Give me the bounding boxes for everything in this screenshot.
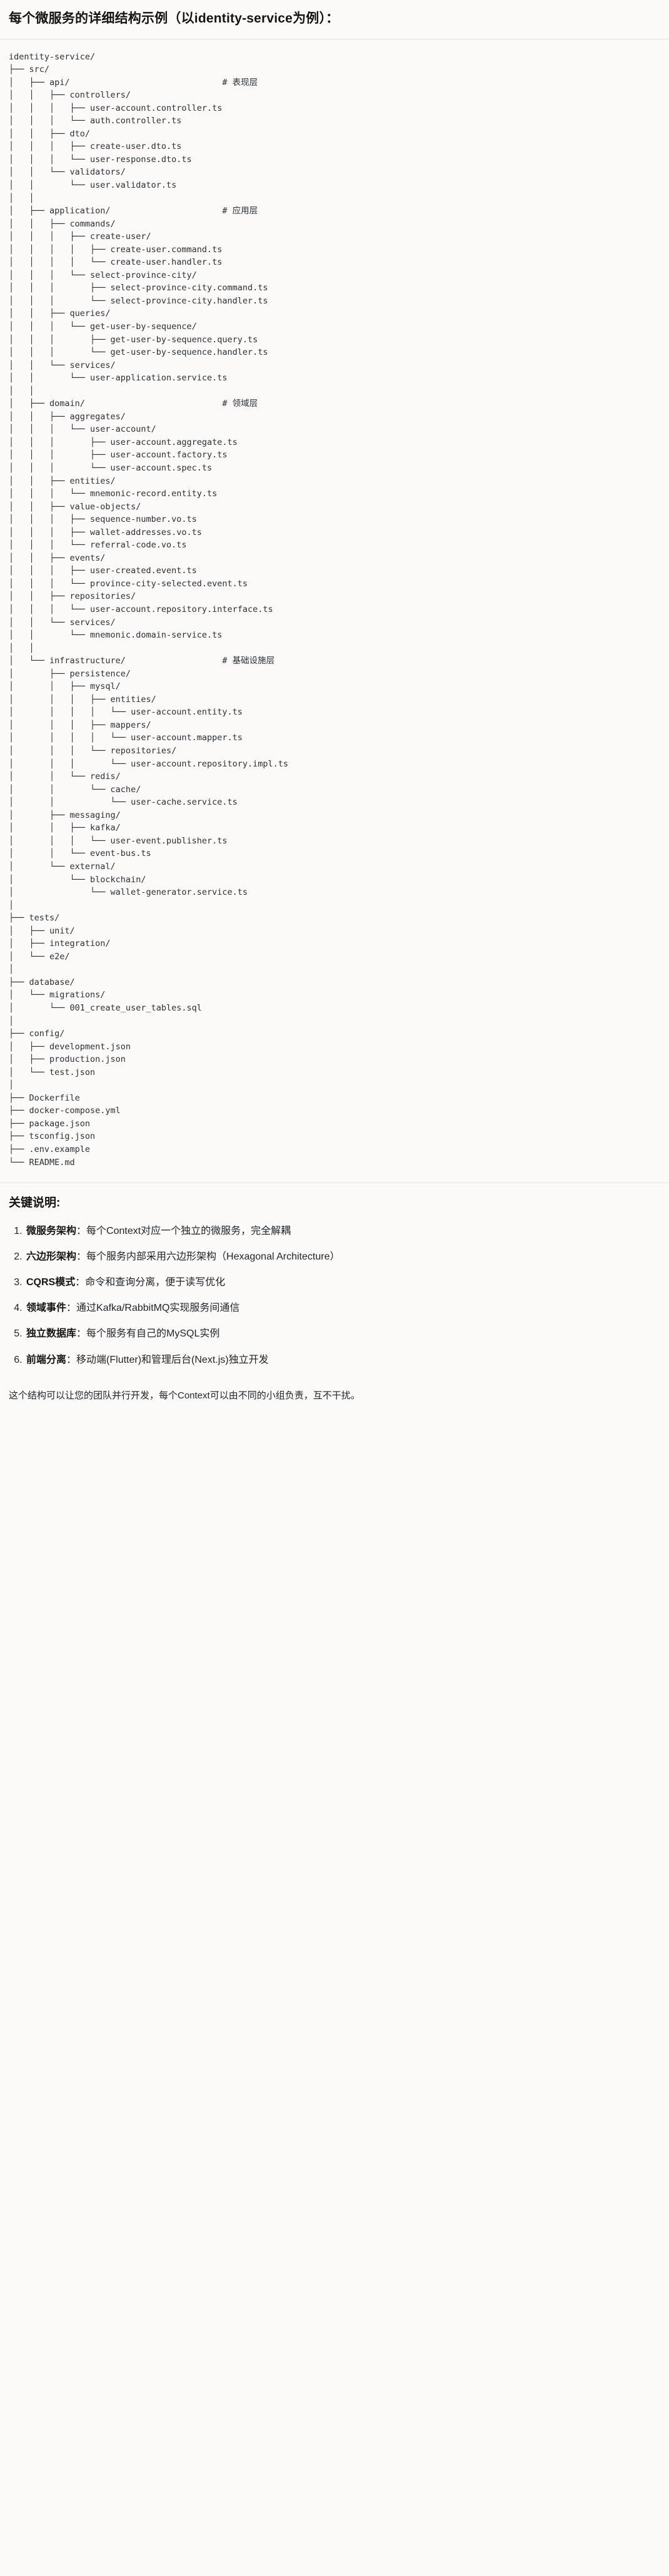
document-page: 每个微服务的详细结构示例（以identity-service为例）： ident… — [0, 0, 669, 1417]
list-item: 六边形架构：每个服务内部采用六边形架构（Hexagonal Architectu… — [25, 1248, 660, 1265]
directory-tree-block: identity-service/ ├── src/ │ ├── api/ # … — [0, 39, 669, 1183]
note-separator: ： — [76, 1225, 87, 1236]
note-text: 每个服务有自己的MySQL实例 — [86, 1328, 220, 1340]
list-item: 独立数据库：每个服务有自己的MySQL实例 — [25, 1325, 660, 1342]
note-term: 领域事件 — [26, 1303, 67, 1314]
key-notes-title: 关键说明: — [9, 1196, 61, 1210]
note-text: 每个服务内部采用六边形架构（Hexagonal Architecture） — [86, 1251, 340, 1262]
note-text: 每个Context对应一个独立的微服务，完全解耦 — [86, 1225, 291, 1236]
note-separator: ： — [66, 1354, 77, 1365]
note-text: 命令和查询分离，便于读写优化 — [85, 1276, 226, 1288]
note-term: 前端分离 — [26, 1354, 67, 1365]
page-title: 每个微服务的详细结构示例（以identity-service为例）： — [9, 11, 340, 26]
closing-paragraph: 这个结构可以让您的团队并行开发，每个Context可以由不同的小组负责，互不干扰… — [9, 1390, 360, 1401]
key-notes-block: 关键说明: 微服务架构：每个Context对应一个独立的微服务，完全解耦 六边形… — [0, 1183, 669, 1375]
key-notes-list: 微服务架构：每个Context对应一个独立的微服务，完全解耦 六边形架构：每个服… — [9, 1223, 660, 1368]
note-term: CQRS模式 — [26, 1276, 76, 1288]
note-separator: ： — [76, 1251, 87, 1262]
list-item: 微服务架构：每个Context对应一个独立的微服务，完全解耦 — [25, 1223, 660, 1240]
note-term: 微服务架构 — [26, 1225, 77, 1236]
note-separator: ： — [66, 1303, 77, 1314]
note-separator: ： — [76, 1328, 87, 1340]
list-item: CQRS模式：命令和查询分离，便于读写优化 — [25, 1274, 660, 1291]
directory-tree: identity-service/ ├── src/ │ ├── api/ # … — [9, 51, 289, 1168]
note-term: 独立数据库 — [26, 1328, 77, 1340]
list-item: 前端分离：移动端(Flutter)和管理后台(Next.js)独立开发 — [25, 1352, 660, 1368]
list-item: 领域事件：通过Kafka/RabbitMQ实现服务间通信 — [25, 1300, 660, 1316]
note-text: 移动端(Flutter)和管理后台(Next.js)独立开发 — [76, 1354, 269, 1365]
note-term: 六边形架构 — [26, 1251, 77, 1262]
note-separator: ： — [75, 1276, 86, 1288]
note-text: 通过Kafka/RabbitMQ实现服务间通信 — [76, 1303, 240, 1314]
